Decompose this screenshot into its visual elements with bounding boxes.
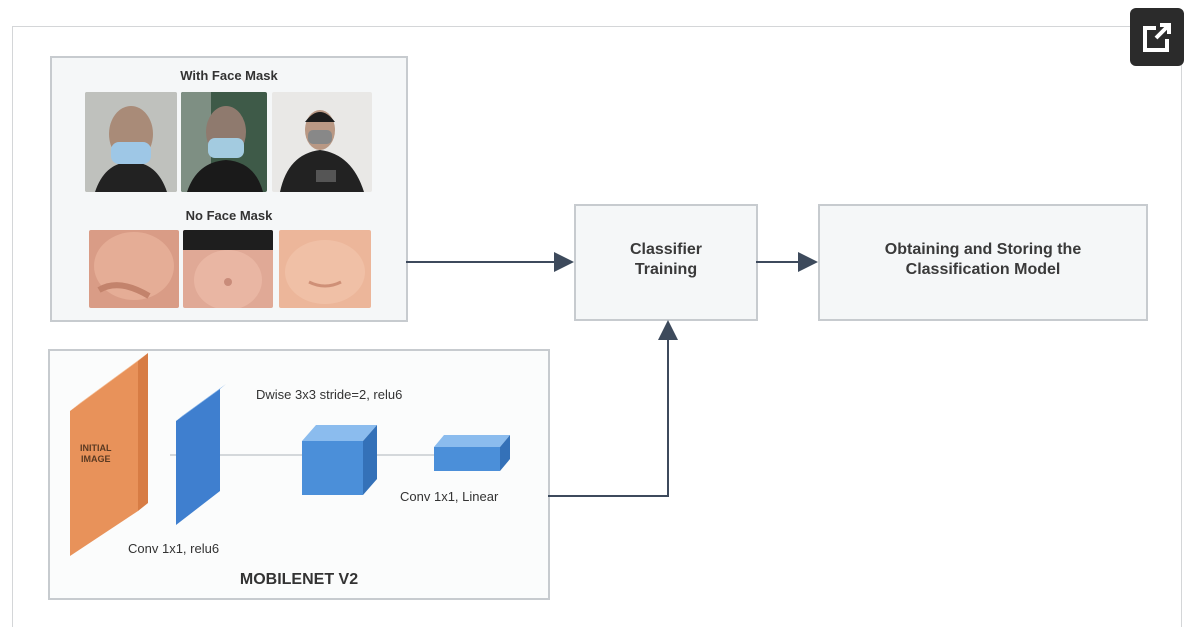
unmasked-photo-1 — [89, 230, 179, 308]
mobilenet-title: MOBILENET V2 — [239, 571, 359, 588]
no-mask-label: No Face Mask — [185, 208, 273, 223]
classifier-training-box: Classifier Training — [574, 204, 758, 321]
unmasked-photo-3 — [279, 230, 371, 308]
obtaining-storing-model-label: Obtaining and Storing the Classification… — [884, 241, 1082, 278]
mobilenet-panel: INITIAL IMAGE Dwise 3x3 stride=2, relu6 … — [48, 349, 550, 600]
obtaining-storing-model-box: Obtaining and Storing the Classification… — [818, 204, 1148, 321]
mobilenet-layers-graphic — [70, 353, 510, 556]
popout-button[interactable] — [1130, 8, 1184, 66]
masked-photo-2 — [181, 92, 267, 192]
dataset-photos-panel: With Face Mask No Face Mask — [50, 56, 408, 322]
conv-linear-label: Conv 1x1, Linear — [400, 489, 499, 504]
with-mask-label: With Face Mask — [180, 68, 278, 83]
masked-photo-3 — [272, 92, 372, 192]
initial-image-label: INITIAL IMAGE — [80, 443, 112, 464]
external-link-icon — [1143, 23, 1171, 52]
classifier-training-label: Classifier Training — [629, 241, 703, 278]
dwise-layer-label: Dwise 3x3 stride=2, relu6 — [256, 387, 403, 402]
masked-photo-1 — [85, 92, 177, 192]
conv-relu-label: Conv 1x1, relu6 — [128, 541, 220, 556]
unmasked-photo-2 — [183, 230, 273, 308]
